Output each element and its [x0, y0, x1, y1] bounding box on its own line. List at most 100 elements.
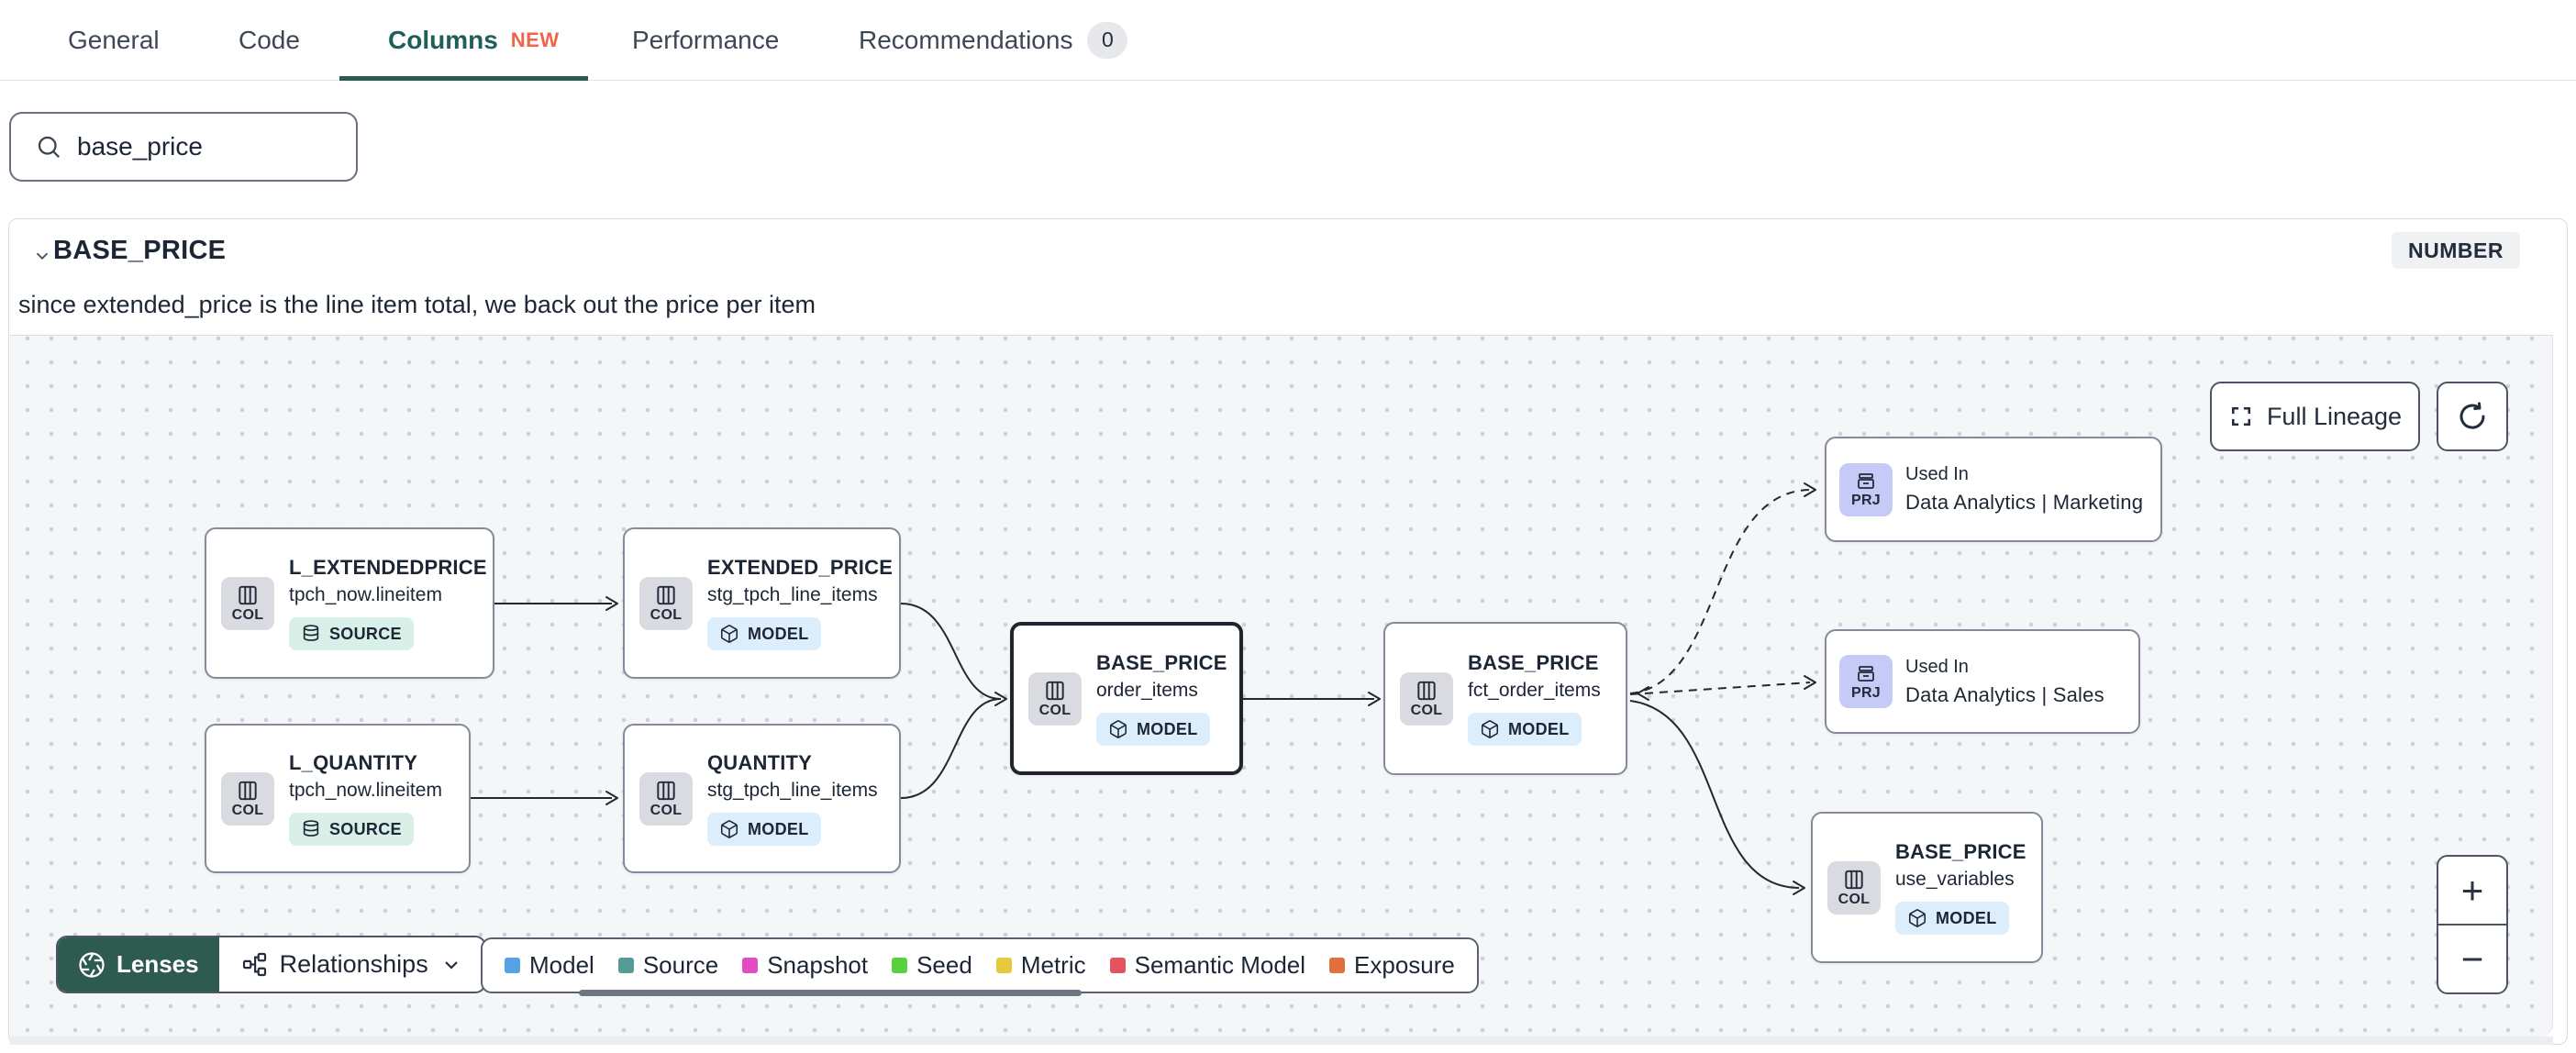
aperture-icon	[78, 951, 105, 979]
zoom-in-button[interactable]: +	[2438, 857, 2506, 926]
collapse-chevron-button[interactable]	[24, 239, 61, 272]
legend-label: Seed	[916, 951, 972, 979]
legend-swatch	[995, 958, 1012, 973]
chip-label: COL	[650, 607, 683, 623]
columns-icon	[654, 779, 678, 803]
node-badge-model: MODEL	[1096, 713, 1210, 746]
node-badge-label: MODEL	[1137, 719, 1198, 738]
lineage-toolbar: Lenses Relationships	[56, 936, 486, 993]
chip-label: PRJ	[1850, 684, 1882, 701]
search-input[interactable]	[77, 132, 338, 161]
node-type-chip: COL	[221, 771, 274, 826]
relationships-dropdown[interactable]: Relationships	[219, 937, 484, 992]
tab-columns[interactable]: Columns NEW	[388, 0, 560, 80]
tab-count-badge: 0	[1087, 21, 1128, 59]
columns-icon	[236, 779, 260, 803]
cube-icon	[719, 819, 739, 839]
edge	[900, 698, 1002, 799]
chevron-down-icon	[440, 954, 462, 976]
tab-performance[interactable]: Performance	[632, 0, 779, 80]
lenses-button[interactable]: Lenses	[58, 937, 219, 992]
tab-general[interactable]: General	[68, 0, 160, 80]
node-title: EXTENDED_PRICE	[707, 556, 894, 579]
node-badge-label: MODEL	[748, 819, 809, 838]
node-type-chip: COL	[1827, 860, 1881, 914]
node-badge-model: MODEL	[707, 813, 821, 846]
zoom-out-button[interactable]: −	[2438, 926, 2506, 992]
node-subtitle: stg_tpch_line_items	[707, 584, 878, 605]
legend-item-metric: Metric	[995, 951, 1086, 980]
node-type-chip: COL	[1028, 671, 1082, 726]
lineage-node-used-in-marketing[interactable]: PRJ Used In Data Analytics | Marketing	[1825, 437, 2162, 542]
edge-dashed	[1629, 489, 1811, 694]
node-subtitle: stg_tpch_line_items	[707, 780, 878, 801]
node-type-chip: PRJ	[1839, 655, 1893, 708]
node-content: Used In Data Analytics | Sales	[1905, 657, 2104, 707]
database-icon	[301, 819, 321, 839]
column-search[interactable]	[9, 112, 358, 182]
node-badge-label: MODEL	[1936, 908, 1997, 927]
node-badge-model: MODEL	[1895, 902, 2009, 935]
legend-swatch	[617, 958, 634, 973]
node-subtitle: tpch_now.lineitem	[289, 584, 442, 605]
expand-icon	[2228, 404, 2254, 429]
lenses-label: Lenses	[117, 950, 199, 978]
chip-label: COL	[1038, 703, 1071, 718]
tab-label: General	[68, 25, 160, 54]
legend-label: Exposure	[1354, 951, 1455, 979]
edge-arrowhead	[1804, 675, 1816, 690]
full-lineage-button[interactable]: Full Lineage	[2210, 382, 2420, 451]
legend-item-source: Source	[617, 951, 718, 980]
columns-icon	[1415, 679, 1438, 703]
node-title: QUANTITY	[707, 751, 813, 774]
tab-label: Columns	[388, 25, 498, 54]
tab-code[interactable]: Code	[239, 0, 300, 80]
chip-label: PRJ	[1850, 493, 1882, 508]
node-eyebrow: Used In	[1905, 656, 1969, 677]
node-badge-model: MODEL	[1468, 713, 1582, 746]
node-eyebrow: Used In	[1905, 464, 1969, 484]
tab-new-badge: NEW	[510, 28, 560, 51]
full-lineage-label: Full Lineage	[2266, 402, 2403, 430]
node-title: L_EXTENDEDPRICE	[289, 556, 487, 579]
database-icon	[301, 624, 321, 644]
legend-swatch	[1109, 958, 1126, 973]
tab-bar: General Code Columns NEW Performance Recommen…	[0, 0, 2576, 81]
horizontal-scrollbar-thumb[interactable]	[579, 990, 1082, 996]
columns-icon	[236, 583, 260, 607]
horizontal-scrollbar-track[interactable]	[10, 1036, 2553, 1045]
archive-icon	[1855, 471, 1877, 493]
node-title: Data Analytics | Marketing	[1905, 491, 2144, 514]
node-title: Data Analytics | Sales	[1905, 682, 2104, 706]
legend-item-semantic-model: Semantic Model	[1109, 951, 1305, 980]
legend-item-exposure: Exposure	[1329, 951, 1455, 980]
legend-swatch	[742, 958, 759, 973]
tab-label: Code	[239, 25, 300, 54]
relationships-label: Relationships	[279, 950, 428, 978]
node-title: L_QUANTITY	[289, 751, 418, 774]
lineage-node-used-in-sales[interactable]: PRJ Used In Data Analytics | Sales	[1825, 629, 2140, 734]
node-content: Used In Data Analytics | Marketing	[1905, 464, 2143, 515]
node-type-chip: COL	[639, 771, 693, 826]
refresh-button[interactable]	[2437, 382, 2508, 451]
node-badge-label: MODEL	[1508, 719, 1570, 738]
node-badge-label: SOURCE	[329, 624, 402, 643]
column-data-type-badge: NUMBER	[2392, 232, 2520, 269]
